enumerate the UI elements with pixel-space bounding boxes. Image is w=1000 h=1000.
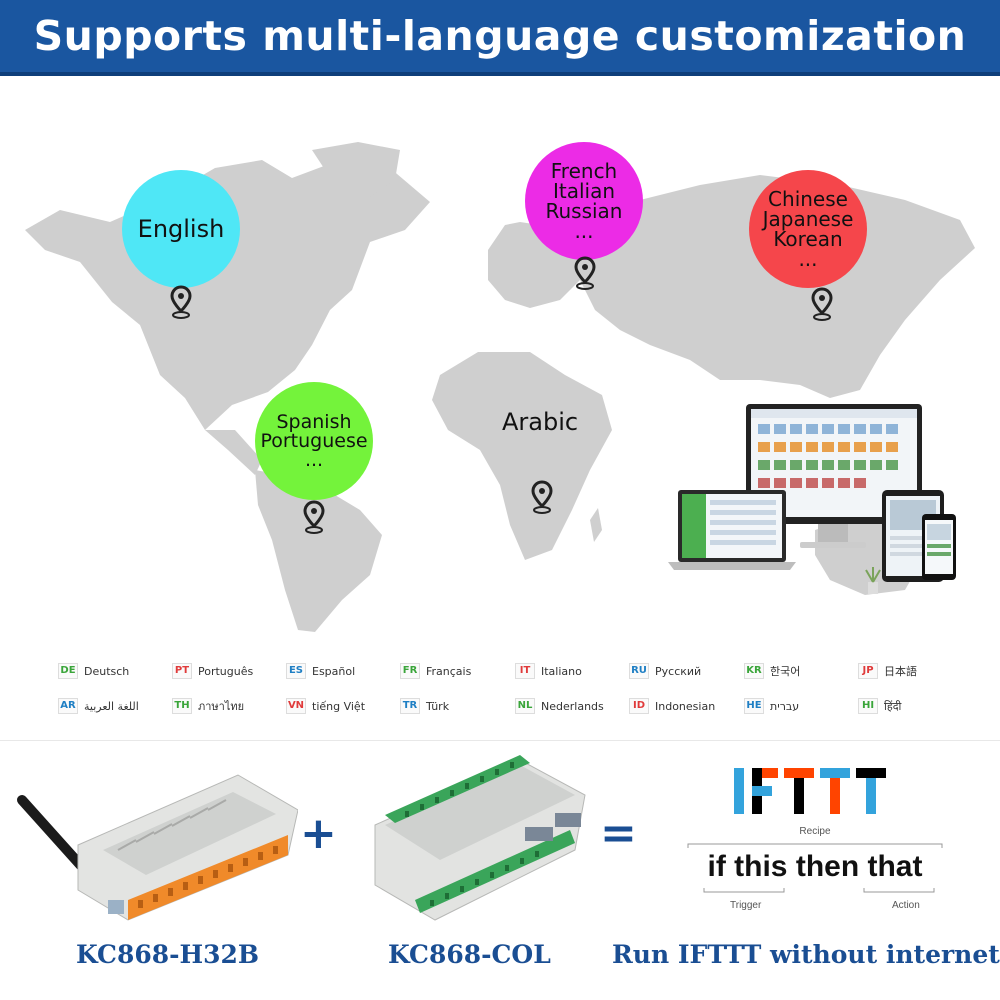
caption-kc868-h32b: KC868-H32B xyxy=(76,940,260,969)
section-divider xyxy=(0,740,1000,741)
ifttt-panel: Recipe if this then that Trigger Action xyxy=(680,760,950,920)
world-map-section: English French Italian Russian ... Chine… xyxy=(0,130,1000,640)
language-code: ES xyxy=(286,663,306,679)
language-code: ID xyxy=(629,698,649,714)
language-name: Nederlands xyxy=(541,699,604,713)
language-item: RU Русский xyxy=(629,662,701,680)
language-item: JP 日本語 xyxy=(858,662,917,680)
arabic-label: Arabic xyxy=(502,408,579,436)
language-name: 한국어 xyxy=(770,665,801,678)
south-america-shape xyxy=(255,470,382,632)
phone-icon xyxy=(922,514,956,580)
caption-run-ifttt: Run IFTTT without internet xyxy=(612,940,1000,969)
language-name: tiếng Việt xyxy=(312,699,366,713)
language-code: TR xyxy=(400,698,420,714)
language-item: IT Italiano xyxy=(515,662,582,680)
map-pin-icon xyxy=(574,256,596,290)
africa-shape xyxy=(432,352,612,560)
language-name: Italiano xyxy=(541,664,582,678)
language-name: Français xyxy=(426,664,472,678)
language-name: ภาษาไทย xyxy=(198,700,245,713)
language-item: DE Deutsch xyxy=(58,662,129,680)
language-code: HE xyxy=(744,698,764,714)
language-item: VN tiếng Việt xyxy=(286,697,365,715)
asia-shape xyxy=(575,175,975,398)
plus-sign: + xyxy=(300,808,337,859)
greenland-shape xyxy=(312,142,400,200)
language-name: اللغة العربية xyxy=(84,699,139,713)
language-item: KR 한국어 xyxy=(744,662,800,680)
caption-kc868-col: KC868-COL xyxy=(388,940,551,969)
plant-icon xyxy=(865,567,881,594)
language-code: KR xyxy=(744,663,764,679)
language-name: Español xyxy=(312,664,356,678)
ifttt-logo-icon xyxy=(734,768,886,814)
language-code: TH xyxy=(172,698,192,714)
ifttt-action-label: Action xyxy=(892,900,920,911)
map-pin-icon xyxy=(531,480,553,514)
ifttt-brackets xyxy=(687,843,943,893)
language-code: PT xyxy=(172,663,192,679)
ifttt-trigger-label: Trigger xyxy=(730,900,762,911)
language-list: DE Deutsch PT Português ES Español FR Fr… xyxy=(58,660,958,720)
ifttt-phrase: if this then that xyxy=(707,850,923,883)
language-name: Türk xyxy=(426,699,450,713)
language-code: FR xyxy=(400,663,420,679)
language-code: RU xyxy=(629,663,649,679)
map-pin-icon xyxy=(303,500,325,534)
language-item: ES Español xyxy=(286,662,355,680)
language-name: 日本語 xyxy=(884,665,917,678)
language-name: עברית xyxy=(770,699,800,713)
language-code: NL xyxy=(515,698,535,714)
language-item: HE עברית xyxy=(744,697,799,715)
map-pin-icon xyxy=(811,287,833,321)
language-code: IT xyxy=(515,663,535,679)
language-code: AR xyxy=(58,698,78,714)
map-pin-icon xyxy=(170,285,192,319)
language-item: HI हिंदी xyxy=(858,697,901,715)
madagascar-shape xyxy=(590,508,602,542)
language-item: NL Nederlands xyxy=(515,697,604,715)
language-bubble-european: French Italian Russian ... xyxy=(525,142,643,260)
language-code: DE xyxy=(58,663,78,679)
language-item: AR اللغة العربية xyxy=(58,697,139,715)
kc868-h32b-board-image xyxy=(17,774,298,921)
language-item: FR Français xyxy=(400,662,471,680)
language-code: VN xyxy=(286,698,306,714)
language-name: Indonesian xyxy=(655,699,716,713)
laptop-icon xyxy=(668,490,796,570)
language-name: Português xyxy=(198,664,254,678)
kc868-col-board-image xyxy=(374,755,586,921)
equals-sign: = xyxy=(600,808,637,859)
language-item: TR Türk xyxy=(400,697,449,715)
language-name: हिंदी xyxy=(884,699,902,713)
language-item: ID Indonesian xyxy=(629,697,715,715)
language-bubble-english: English xyxy=(122,170,240,288)
central-america-shape xyxy=(205,430,262,475)
monitor-icon xyxy=(746,404,922,548)
ifttt-recipe-label: Recipe xyxy=(799,826,831,837)
language-bubble-latin: Spanish Portuguese ... xyxy=(255,382,373,500)
language-code: HI xyxy=(858,698,878,714)
language-name: Русский xyxy=(655,664,702,678)
header-banner: Supports multi-language customization xyxy=(0,0,1000,76)
language-code: JP xyxy=(858,663,878,679)
language-item: PT Português xyxy=(172,662,253,680)
page-title: Supports multi-language customization xyxy=(33,12,967,60)
language-bubble-asian: Chinese Japanese Korean ... xyxy=(749,170,867,288)
language-name: Deutsch xyxy=(84,664,130,678)
devices-illustration xyxy=(668,404,956,594)
language-item: TH ภาษาไทย xyxy=(172,697,244,715)
